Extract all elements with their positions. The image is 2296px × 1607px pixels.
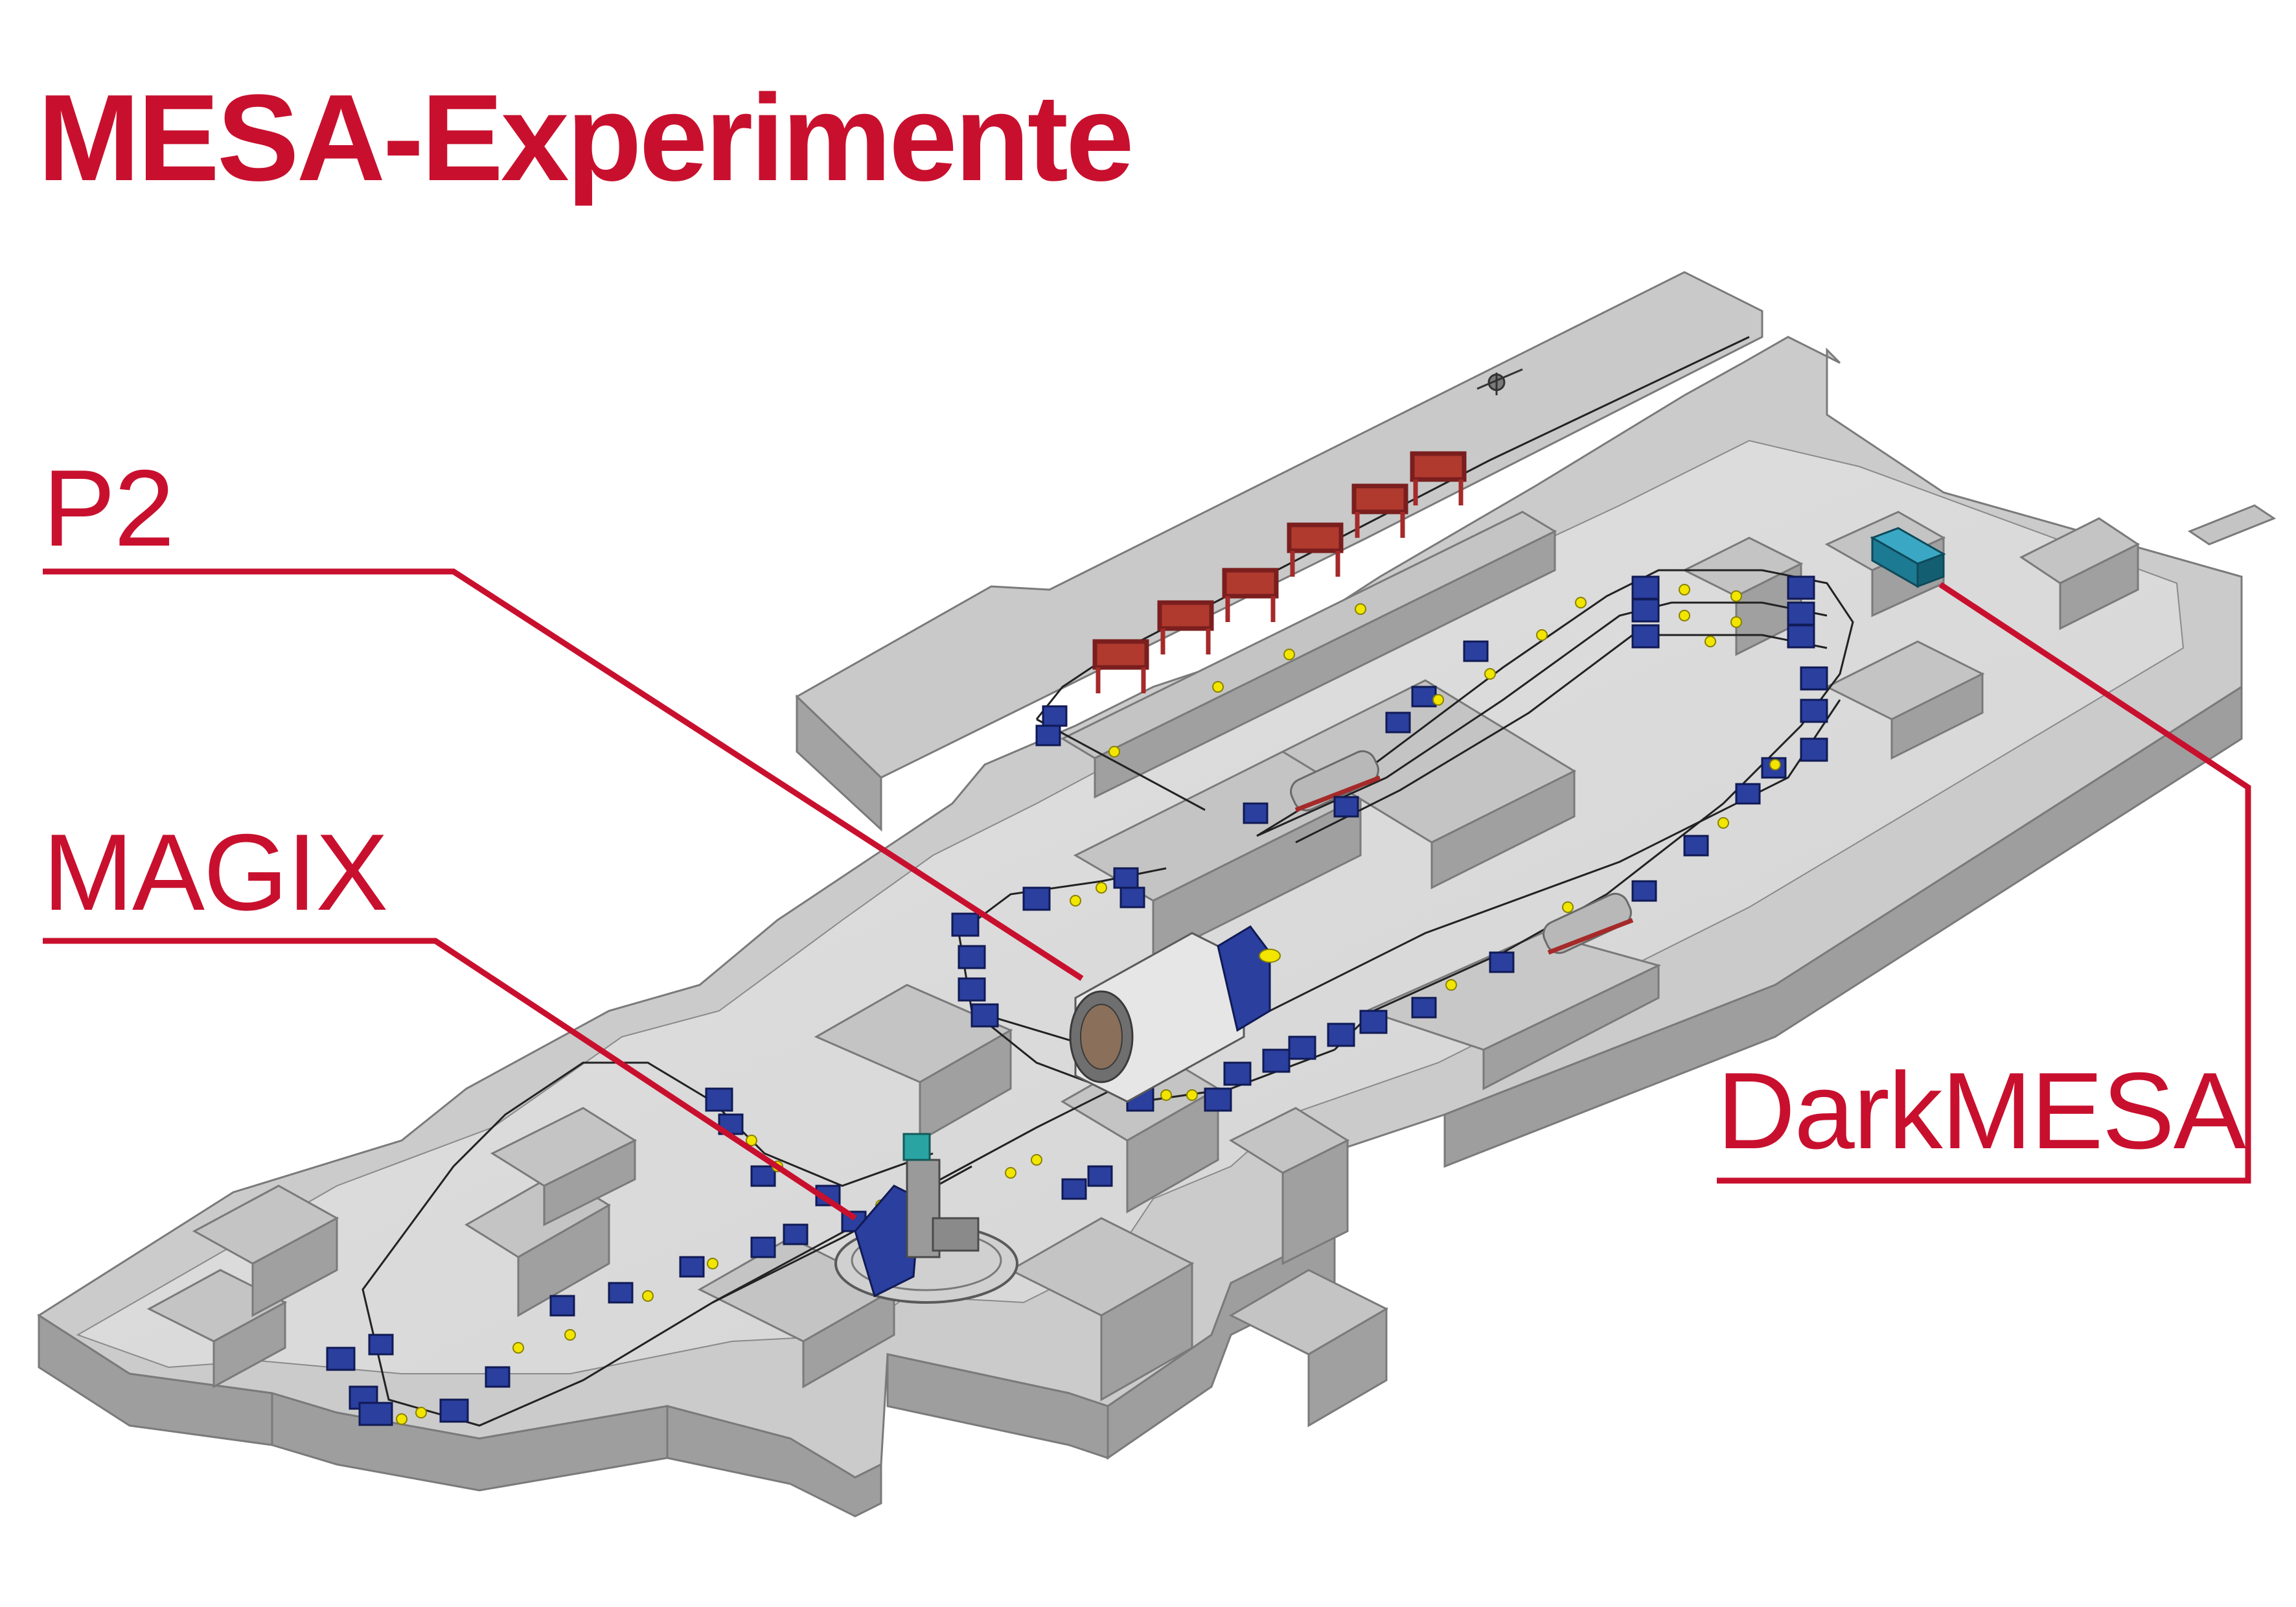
cryomodule-upper-linac [1290,750,1381,813]
callout-lines [43,568,2251,1221]
magix-leader-line [43,938,857,1221]
magix-label: MAGIX [43,811,388,933]
p2-label: P2 [43,447,174,569]
darkmesa-label: DarkMESA [1717,1050,2246,1172]
magix-setup [834,1133,1018,1304]
darkmesa-dump [1870,527,1946,588]
page-title: MESA-Experimente [38,69,1134,207]
cryomodule-lower-linac [1543,892,1634,955]
upper-corridor [795,271,1763,779]
electron-source [1476,368,1523,395]
p2-detector [1069,925,1281,1103]
darkmesa-leader-line [1717,582,2251,1184]
interior-walls [146,504,2277,1428]
p2-leader-line [43,568,1084,981]
beam-magnets [326,575,1828,1426]
cryomodules-upper [1092,451,1467,693]
